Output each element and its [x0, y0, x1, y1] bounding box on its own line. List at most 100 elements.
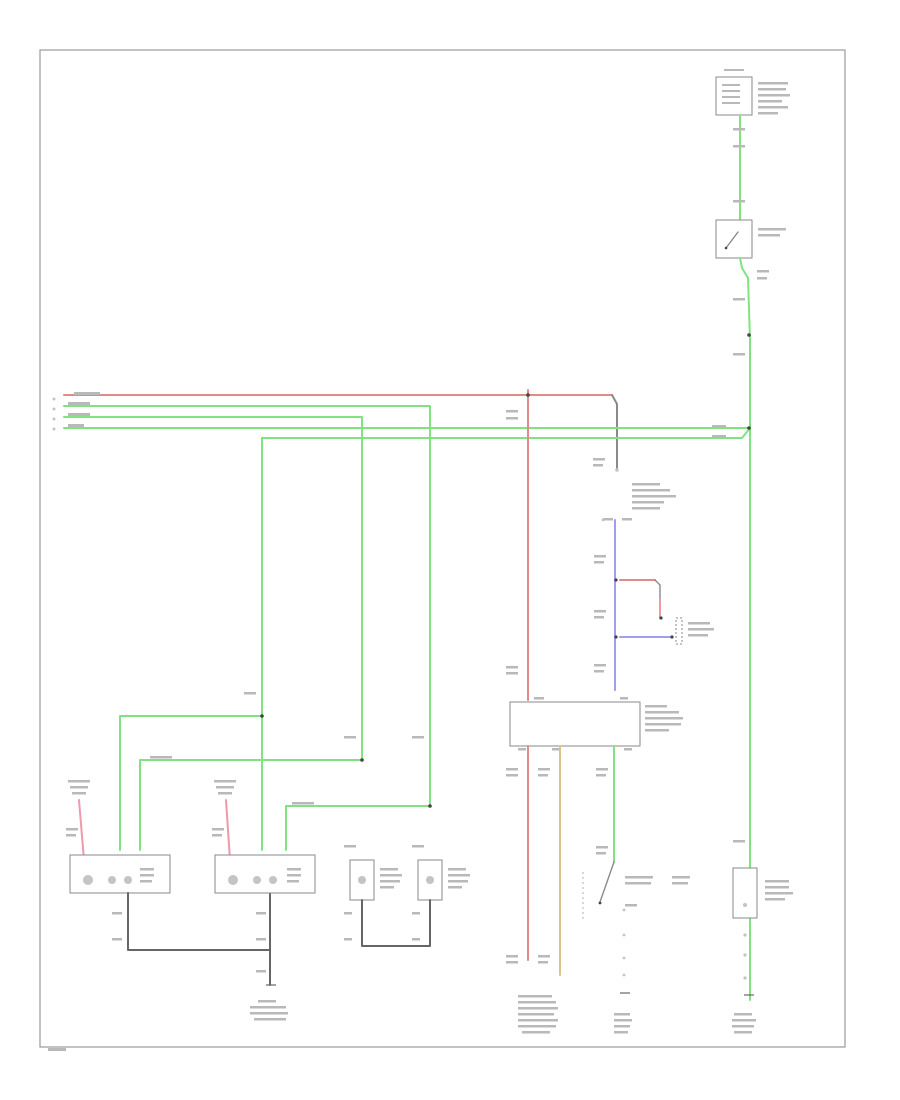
heater-label — [216, 786, 234, 789]
ground-label — [254, 1018, 286, 1021]
wire-label — [603, 518, 613, 521]
green-feed-wire-2 — [139, 759, 363, 851]
green-feed-wire-3 — [285, 805, 431, 851]
gray-bus-wire — [611, 394, 618, 471]
wire-label — [344, 912, 352, 915]
lamp-label — [448, 874, 470, 877]
heater-box-label — [287, 880, 299, 883]
component-label — [765, 892, 793, 895]
junction-dot — [360, 758, 364, 762]
wire-label — [506, 672, 518, 675]
connector-label — [518, 1019, 558, 1022]
module-label — [645, 705, 667, 708]
component-label — [758, 100, 782, 103]
wire-label — [733, 145, 745, 148]
ground-label — [734, 1031, 752, 1034]
right-vertical-wire — [739, 257, 751, 1001]
component-label — [758, 82, 788, 85]
junction-dot — [614, 578, 618, 582]
wire-label — [594, 670, 604, 673]
wire-label — [412, 736, 424, 739]
pin-label — [552, 748, 560, 751]
component-label — [722, 84, 740, 86]
heater-box-label — [287, 868, 301, 871]
wire-label — [757, 270, 769, 273]
wire-label — [757, 277, 767, 280]
connector-label — [518, 1001, 556, 1004]
green-feed-wire — [119, 715, 263, 851]
door-switch-label — [672, 876, 690, 879]
ground-label — [734, 1013, 752, 1016]
wire-label — [596, 768, 608, 771]
corner-code-mark — [48, 1048, 66, 1051]
relay-label — [632, 489, 670, 492]
heater-box-label — [140, 874, 154, 877]
component-label — [765, 886, 789, 889]
sensor-component-box — [675, 617, 683, 645]
wire-label — [344, 938, 352, 941]
lamp-label — [380, 880, 400, 883]
wire-label — [594, 561, 604, 564]
ground-label — [250, 1006, 286, 1009]
wire-label — [256, 970, 266, 973]
component-label — [722, 90, 740, 92]
wire-label — [733, 200, 745, 203]
junction-dot — [659, 616, 663, 620]
junction-dot — [260, 714, 264, 718]
bus-wire-label — [68, 413, 90, 416]
wire-label — [594, 610, 606, 613]
lamp-label — [380, 886, 394, 889]
junction-dot — [526, 393, 530, 397]
wire-label — [66, 828, 78, 831]
module-label — [645, 711, 679, 714]
bottom-right-component-box — [732, 867, 758, 919]
lamp-label — [448, 886, 462, 889]
wire-label — [150, 756, 172, 759]
door-switch-contact — [599, 861, 615, 903]
junction-dot — [428, 804, 432, 808]
wire-label — [256, 938, 266, 941]
lamp-label — [380, 868, 398, 871]
bus-dot-pos3 — [52, 417, 56, 421]
lamp-label — [448, 880, 468, 883]
junction-dot — [614, 635, 618, 639]
relay-label — [632, 507, 660, 510]
component-label — [724, 69, 744, 71]
ground-label — [614, 1025, 630, 1028]
component-label — [765, 880, 789, 883]
heater-box-label — [287, 874, 301, 877]
wire-label — [506, 410, 518, 413]
ground-label — [614, 1019, 632, 1022]
connector-label — [522, 1031, 550, 1034]
component-label — [722, 102, 740, 104]
heater-box-label — [140, 880, 152, 883]
bus-dot-pos2 — [52, 407, 56, 411]
wire-label — [538, 774, 548, 777]
diagram-frame — [39, 49, 846, 1048]
left-heater-ground — [127, 892, 271, 951]
switch-contact — [725, 231, 739, 249]
control-module-box — [509, 701, 641, 747]
wire-label — [344, 736, 356, 739]
wire-label — [733, 298, 745, 301]
wire-label — [733, 840, 745, 843]
switch-component-box — [715, 219, 753, 259]
bus-dot-pos1 — [52, 397, 56, 401]
wire-label — [412, 912, 420, 915]
wire-label — [733, 128, 745, 131]
pink-heater-wire — [78, 799, 85, 861]
bus-wire-label — [68, 402, 90, 405]
ground-label — [250, 1012, 288, 1015]
connector-label — [518, 1025, 556, 1028]
wire-label — [112, 912, 122, 915]
module-label — [645, 717, 683, 720]
lamp-box-left — [349, 859, 375, 901]
wire-label — [538, 955, 550, 958]
wire-label — [506, 417, 518, 420]
green-bus-wire-4 — [261, 427, 751, 439]
pin-label — [518, 748, 526, 751]
lamp-label — [380, 874, 402, 877]
wire-label — [412, 938, 420, 941]
connector-label — [518, 1007, 558, 1010]
